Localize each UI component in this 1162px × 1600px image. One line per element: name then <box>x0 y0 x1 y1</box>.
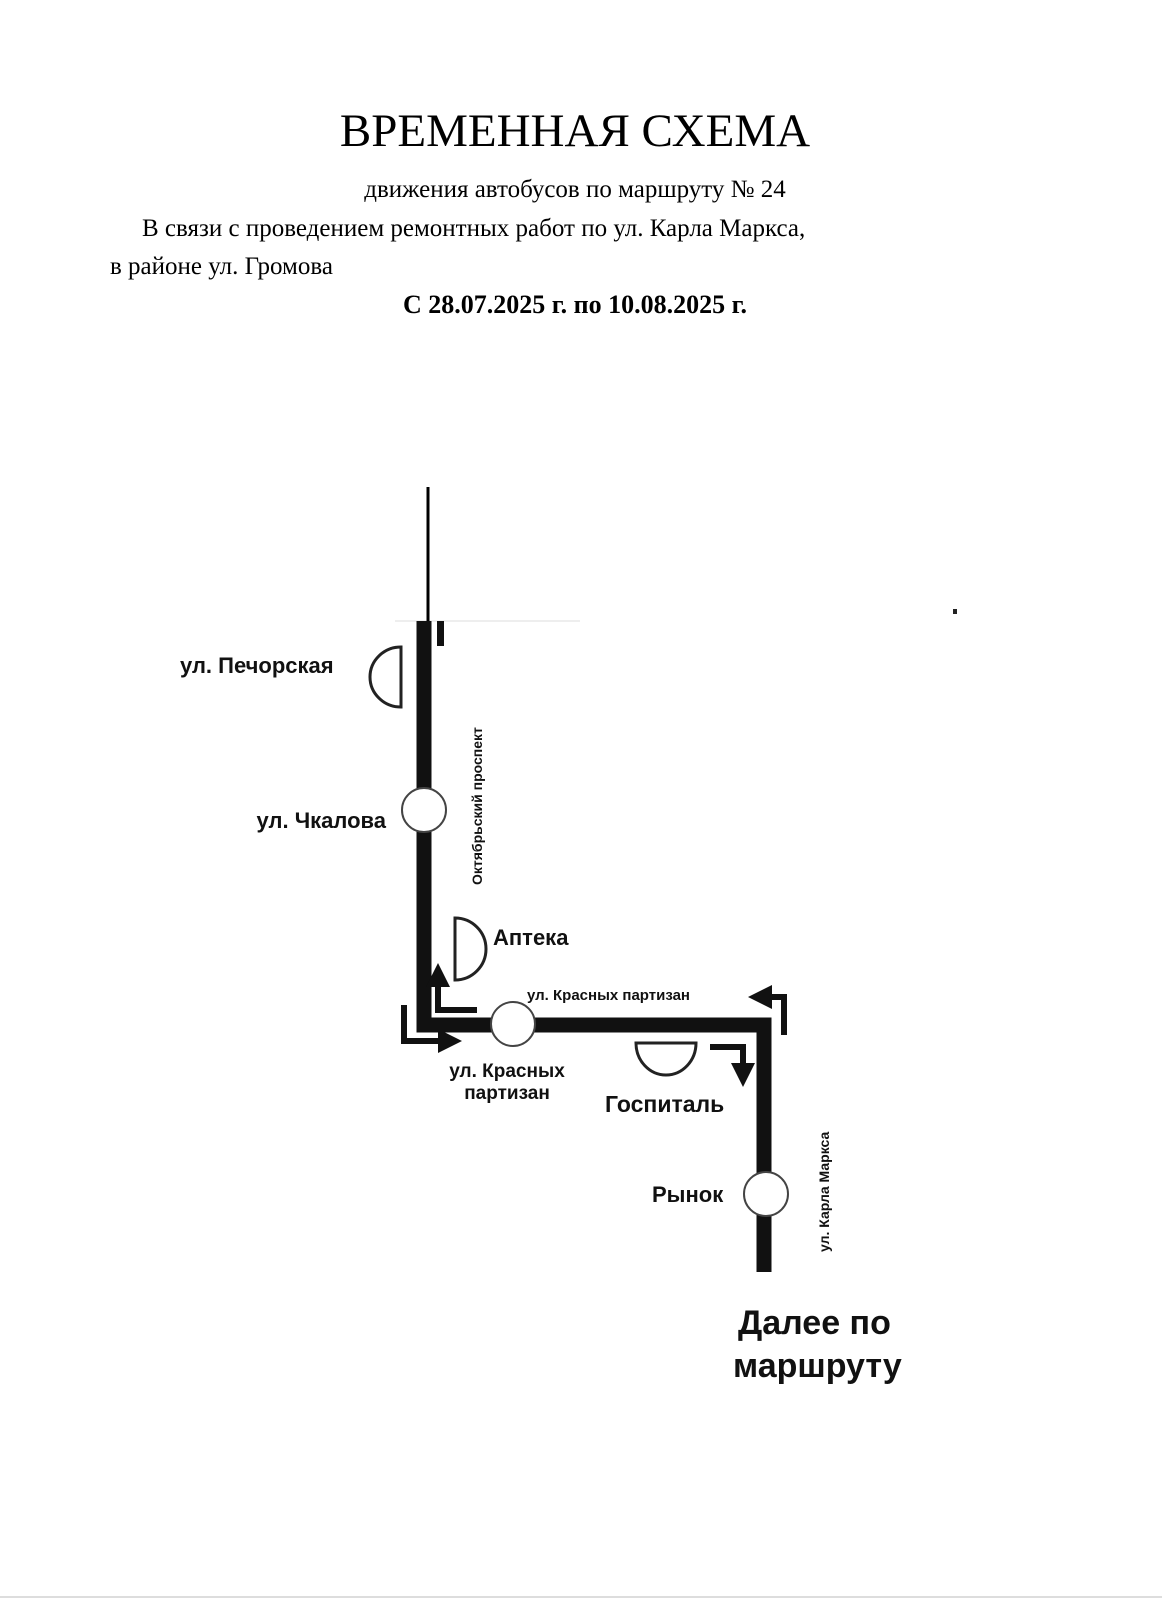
stop-label-krasnykh-partizan-2: партизан <box>464 1083 550 1104</box>
page-border <box>0 1596 1162 1598</box>
street-label-karla-marksa: ул. Карла Маркса <box>816 1132 832 1252</box>
page-title: ВРЕМЕННАЯ СХЕМА <box>339 105 811 157</box>
stop-label-pechorskaya: ул. Печорская <box>180 653 334 678</box>
subtitle: движения автобусов по маршруту № 24 <box>364 176 786 203</box>
reason-line-2: в районе ул. Громова <box>110 253 333 280</box>
stop-label-chkalova: ул. Чкалова <box>257 808 387 833</box>
stop-chkalova-icon <box>401 787 447 833</box>
short-bar <box>437 621 444 646</box>
stop-label-gospital: Госпиталь <box>605 1091 724 1117</box>
arrow-left-icon <box>748 985 787 1035</box>
continue-label-1: Далее по <box>738 1304 891 1342</box>
stop-label-krasnykh-partizan-1: ул. Красных <box>449 1061 565 1082</box>
stop-label-apteka: Аптека <box>493 925 569 950</box>
stop-krasnykh-partizan-icon <box>490 1001 536 1047</box>
stop-apteka-icon <box>453 916 488 982</box>
arrow-right-icon <box>401 1005 462 1053</box>
stop-pechorskaya-icon <box>368 645 403 709</box>
street-label-oktyabrsky: Октябрьский проспект <box>469 727 485 885</box>
continue-label-2: маршруту <box>733 1347 902 1385</box>
arrow-down-icon <box>710 1044 755 1087</box>
dot-mark <box>953 609 957 614</box>
stop-label-rynok: Рынок <box>652 1182 724 1207</box>
stop-rynok-icon <box>743 1171 789 1217</box>
street-label-krasnykh-partizan: ул. Красных партизан <box>527 987 690 1004</box>
reason-line-1: В связи с проведением ремонтных работ по… <box>142 215 806 242</box>
arrow-up-icon <box>426 963 477 1013</box>
stop-gospital-icon <box>634 1041 698 1077</box>
date-range: С 28.07.2025 г. по 10.08.2025 г. <box>402 290 747 319</box>
